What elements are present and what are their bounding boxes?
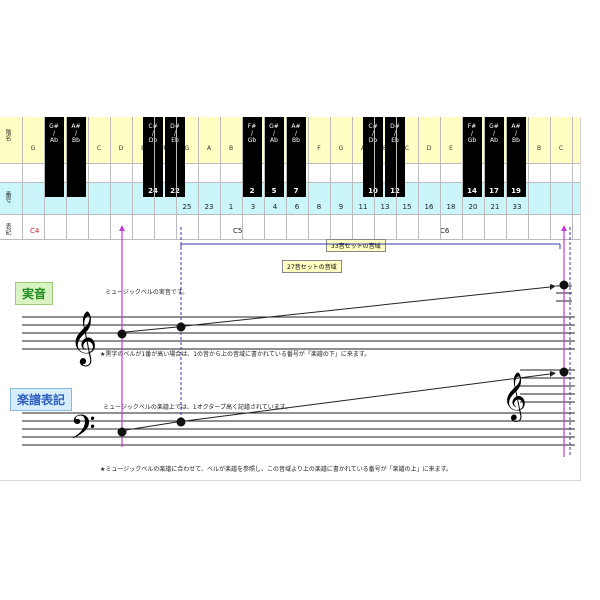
black-key-label: A# / Bb [291,123,301,144]
black-key: C# / Db 10 [363,117,383,197]
white-key-label: E [134,145,152,152]
white-key-label: A [206,145,212,152]
white-key-label: G [338,145,344,152]
actual-caption: ミュージックベルの実音です。 [105,289,189,296]
black-key-label: A# / Bb [511,123,521,144]
black-key-number: 17 [489,187,499,195]
white-key-number: 3 [250,203,256,211]
white-key-label: B [228,145,234,152]
black-key-number: 7 [293,187,299,195]
octave-c6: C6 [440,227,450,235]
octave-c5: C5 [233,227,243,235]
range-33-label: 33音セットの音域 [326,239,386,252]
white-key-number: 18 [446,203,456,211]
black-key: G# / Ab [44,117,64,197]
arrow-line [184,373,551,422]
diagram-frame: 階名 番号 表記 GABCDEFG25A23B1C3D4E6F8G9A11B13… [0,117,581,481]
marker-arrow [561,225,567,231]
black-key-number: 22 [170,187,180,195]
row-label-notation: 表記 [4,223,11,235]
white-key-label: F [156,145,174,152]
black-key-number: 5 [271,187,277,195]
black-key-label: F# / Gb [467,123,477,144]
white-key-number: 8 [316,203,322,211]
black-key-number: 12 [390,187,400,195]
white-key-number: 33 [512,203,522,211]
white-key-label: G [30,145,36,152]
score-caption: ミュージックベルの楽譜上では、1オクターブ高く記譜されています。 [103,404,292,411]
black-key-label: D# / Eb [170,123,180,144]
actual-pitch-tag: 実音 [15,282,54,305]
black-key-label: C# / Db [148,123,158,144]
note-1-actual [176,322,186,332]
white-key-label: A [354,145,372,152]
black-key-label: A# / Bb [71,123,81,144]
arrow-line [184,286,551,327]
bass-clef-icon: 𝄢 [70,409,96,455]
black-key: A# / Bb 19 [506,117,526,197]
white-key-label: C [96,145,102,152]
white-key-number: 9 [338,203,344,211]
black-key-label: G# / Ab [49,123,59,144]
black-key-label: F# / Gb [247,123,257,144]
black-key: D# / Eb 12 [385,117,405,197]
black-key: G# / Ab 5 [264,117,284,197]
note-low-score [117,427,127,437]
black-key: D# / Eb 22 [165,117,185,197]
note-low-actual [117,329,127,339]
white-key-number: 4 [272,203,278,211]
white-key-label: G [184,145,190,152]
black-key: F# / Gb 2 [242,117,262,197]
black-key-label: G# / Ab [269,123,279,144]
white-key-number: 11 [358,203,368,211]
small-treble-staff [520,369,575,403]
treble-clef-icon: 𝄞 [70,310,97,366]
white-key-label: E [449,145,453,152]
white-key-label: B [536,145,542,152]
black-key-label: G# / Ab [489,123,499,144]
black-key-label: D# / Eb [390,123,400,144]
marker-arrow [119,225,125,231]
note-high-score [559,367,569,377]
white-key-number: 1 [228,203,234,211]
black-key-label: C# / Db [368,123,378,144]
white-key-number: 20 [468,203,478,211]
octave-c4: C4 [30,227,40,235]
actual-note: ★黒字のベルが1番が高い場合は、1の音から上の音域に書かれている番号が「楽譜の下… [100,351,371,358]
black-key-number: 24 [148,187,158,195]
white-key-label: C [558,145,564,152]
white-key-number: 6 [294,203,300,211]
score-notation-tag: 楽譜表記 [10,388,73,411]
row-label-name: 階名 [4,129,11,141]
white-key-number: 21 [490,203,500,211]
black-key: A# / Bb 7 [286,117,306,197]
white-key-number: 23 [204,203,214,211]
white-key-number: 13 [380,203,390,211]
white-key-label: F [317,145,321,152]
black-key-number: 19 [511,187,521,195]
white-key-label: C [404,145,410,152]
white-key-number: 15 [402,203,412,211]
black-key: F# / Gb 14 [462,117,482,197]
range-27-label: 27音セットの音域 [282,260,342,273]
black-key: C# / Db 24 [143,117,163,197]
staff-diagram: 𝄞 𝄢 𝄞 [22,225,575,457]
bass-staff [22,412,575,446]
treble-staff [22,316,575,350]
black-key: A# / Bb [66,117,86,197]
note-high-actual [559,280,569,290]
white-key-label: D [118,145,124,152]
arrow-line [125,421,178,431]
row-label-number: 番号 [4,191,11,203]
black-key-number: 14 [467,187,477,195]
score-note: ★ミュージックベルの楽譜に合わせて、ベルが楽譜を参照し、この音域より上の楽譜に書… [100,466,453,473]
black-key-number: 2 [249,187,255,195]
black-key: G# / Ab 17 [484,117,504,197]
white-key-number: 25 [182,203,192,211]
white-key-label: D [426,145,432,152]
arrow-line [125,326,178,333]
black-key-number: 10 [368,187,378,195]
white-key-number: 16 [424,203,434,211]
note-1-score [176,417,186,427]
